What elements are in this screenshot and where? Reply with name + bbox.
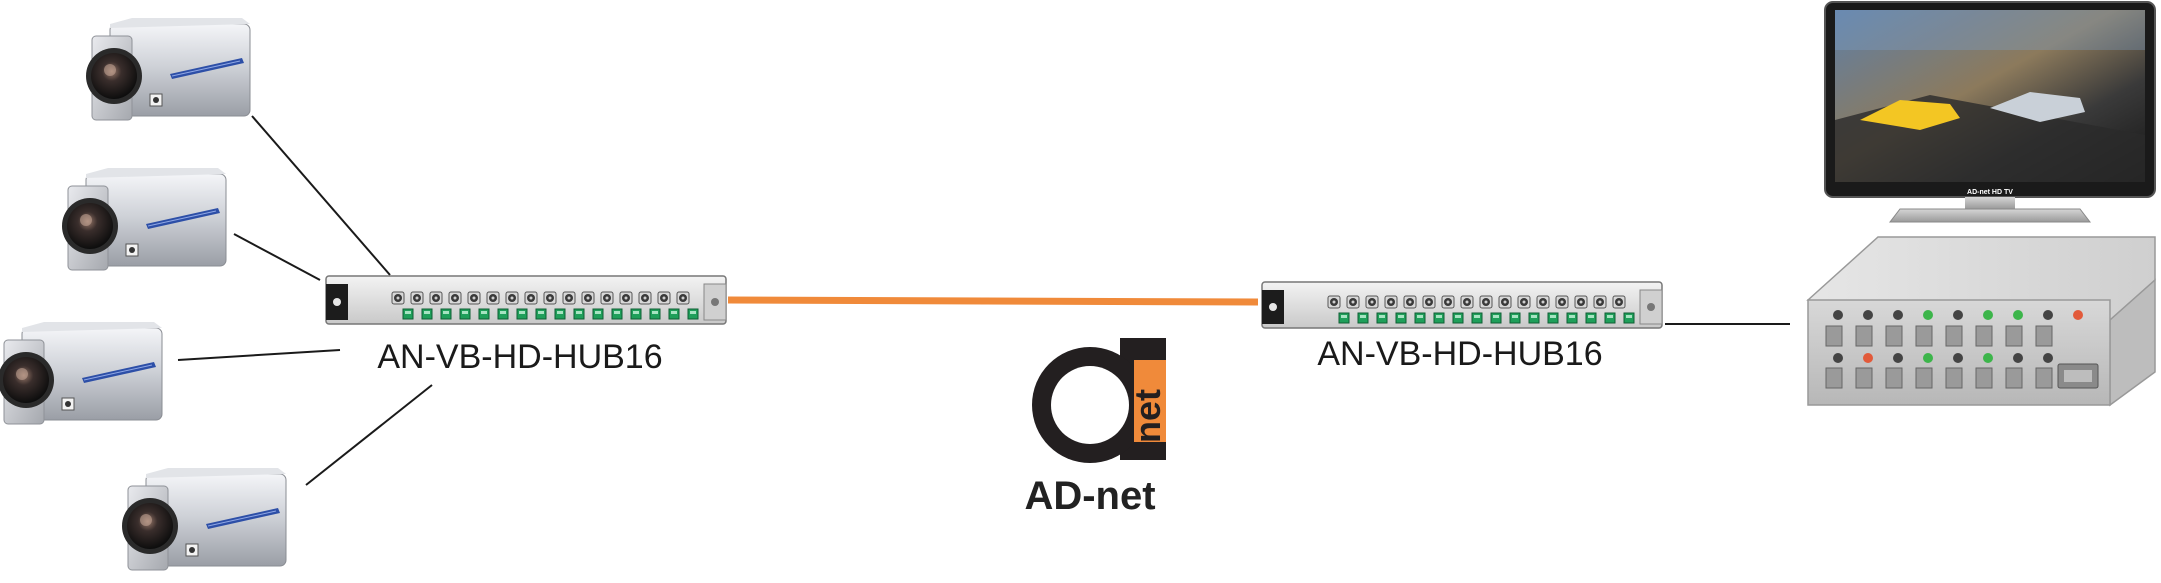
camera-icon — [61, 167, 227, 271]
wire-camera-2 — [233, 233, 321, 281]
tv-caption: AD-net HD TV — [1967, 189, 2013, 196]
wire-camera-3 — [177, 349, 341, 361]
video-hub-icon — [325, 275, 727, 325]
camera-icon — [121, 467, 287, 571]
logo-net-text: net — [1127, 389, 1168, 443]
hub-right-label: AN-VB-HD-HUB16 — [1317, 335, 1602, 373]
camera-icon — [0, 321, 163, 425]
hub-left-label: AN-VB-HD-HUB16 — [377, 338, 662, 376]
dvr-recorder-icon — [1806, 236, 2156, 407]
monitor-icon: AD-net HD TV — [1824, 1, 2156, 223]
video-hub-icon — [1261, 281, 1663, 329]
camera-icon — [85, 17, 251, 121]
wire-camera-4 — [305, 384, 433, 486]
connection-lines — [177, 115, 1790, 486]
fiber-link — [727, 296, 1259, 306]
wire-camera-1 — [251, 115, 391, 276]
brand-name: AD-net — [1024, 474, 1155, 518]
logo-icon: net — [1032, 338, 1168, 463]
